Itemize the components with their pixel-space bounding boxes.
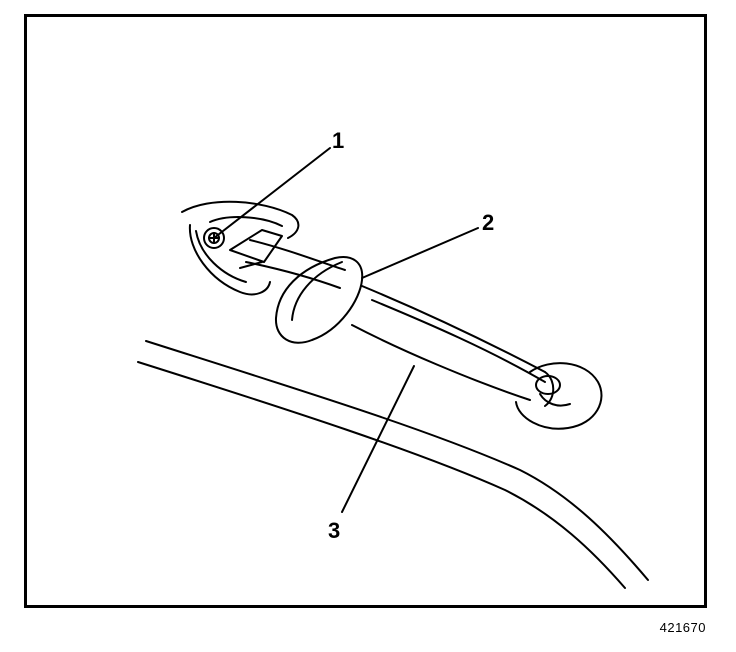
handle-lever-cap <box>274 256 364 344</box>
rear-mount <box>515 362 603 430</box>
callout-1: 1 <box>332 128 345 153</box>
callout-2: 2 <box>482 210 495 235</box>
leader-line-1 <box>213 147 331 239</box>
door-edge-line-outer <box>145 340 649 581</box>
leader-line-3 <box>341 365 415 513</box>
callout-3: 3 <box>328 518 341 543</box>
door-edge-line-inner <box>137 361 626 589</box>
illustration-frame <box>24 14 707 608</box>
handle-body <box>245 239 555 407</box>
leader-line-2 <box>361 227 479 279</box>
figure-number: 421670 <box>659 620 706 635</box>
front-mount <box>181 200 300 296</box>
